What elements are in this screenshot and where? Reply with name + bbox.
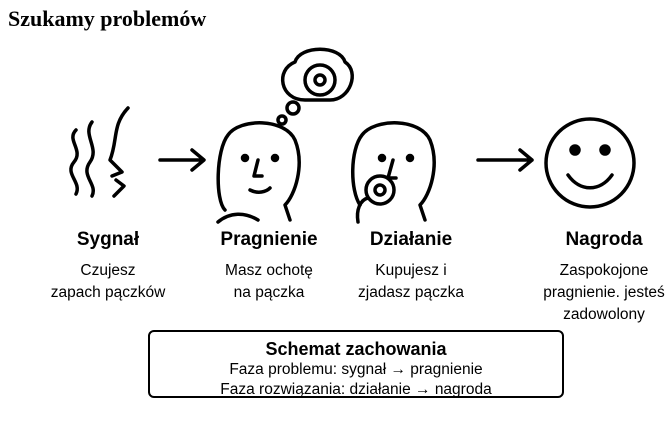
- desc-line: Czujesz: [80, 262, 136, 279]
- donut-thought-bubble-icon: [280, 47, 354, 102]
- stage-desc-signal: Czujesz zapach pączków: [28, 260, 188, 304]
- arrow-right-icon: [476, 148, 534, 172]
- stage-desc-action: Kupujesz i zjadasz pączka: [331, 260, 491, 304]
- desc-line: Kupujesz i: [375, 262, 447, 279]
- box-line-solution: Faza rozwiązania: działanie → nagroda: [220, 381, 492, 398]
- desc-line: pragnienie. jesteś: [543, 284, 665, 301]
- person-craving-icon: [216, 47, 354, 224]
- behavior-scheme-box: Schemat zachowania Faza problemu: sygnał…: [148, 330, 564, 398]
- page-title: Szukamy problemów: [8, 6, 207, 31]
- arrow-right-icon: [158, 148, 206, 172]
- desc-line: zapach pączków: [50, 284, 166, 301]
- box-line-problem: Faza problemu: sygnał → pragnienie: [229, 361, 483, 378]
- stage-label-craving: Pragnienie: [220, 229, 318, 250]
- desc-line: Zaspokojone: [559, 262, 649, 279]
- box-heading: Schemat zachowania: [265, 339, 447, 359]
- smiley-face-icon: [544, 117, 636, 209]
- stage-desc-craving: Masz ochotę na pączka: [189, 260, 349, 304]
- stage-label-signal: Sygnał: [76, 229, 140, 250]
- stage-label-action: Działanie: [369, 229, 453, 250]
- smell-nose-icon: [69, 106, 130, 198]
- person-eating-donut-icon: [351, 121, 436, 224]
- stage-desc-reward: Zaspokojone pragnienie. jesteś zadowolon…: [524, 260, 670, 326]
- desc-line: zjadasz pączka: [358, 284, 464, 301]
- desc-line: zadowolony: [563, 306, 645, 323]
- desc-line: Masz ochotę: [225, 262, 313, 279]
- desc-line: na pączka: [233, 284, 305, 301]
- diagram-illustrations: [69, 47, 636, 224]
- stage-label-reward: Nagroda: [565, 229, 643, 250]
